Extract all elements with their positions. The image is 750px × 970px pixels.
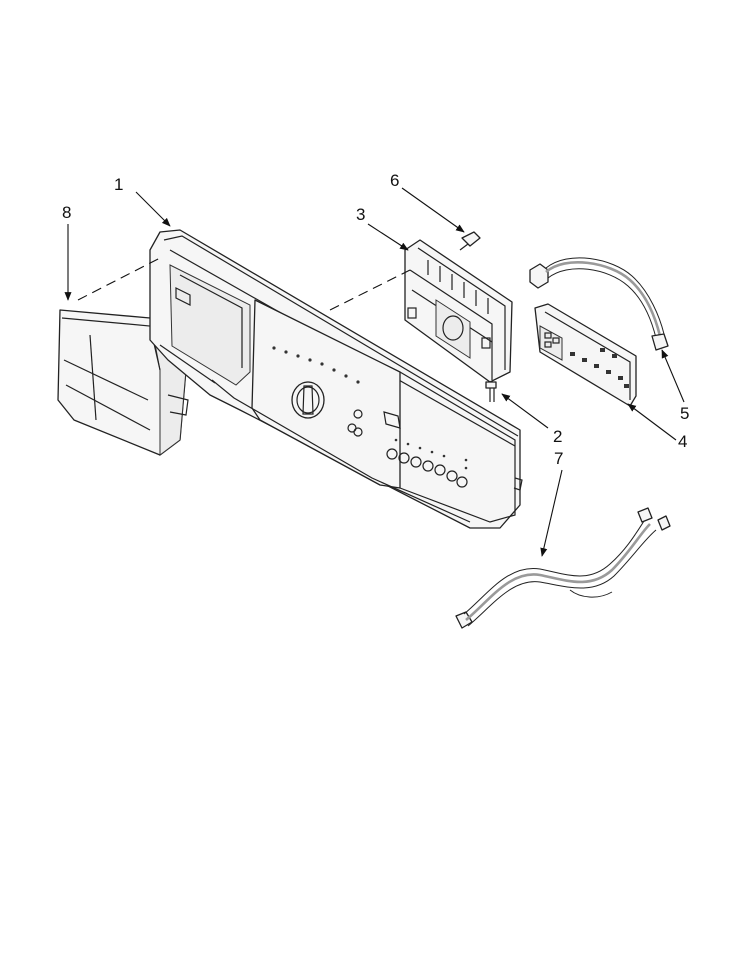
leader-4 — [627, 403, 677, 441]
long-wire-harness-part — [455, 507, 671, 629]
callout-2: 2 — [553, 427, 562, 446]
cycle-selector-knob — [291, 381, 325, 419]
short-wire-harness-part — [529, 257, 669, 351]
callout-7: 7 — [554, 449, 563, 468]
callout-3: 3 — [356, 205, 365, 224]
board-components — [570, 348, 629, 388]
leader-2 — [501, 393, 549, 429]
callout-8: 8 — [62, 203, 71, 222]
callout-5: 5 — [680, 404, 689, 423]
callout-1: 1 — [114, 175, 123, 194]
console-button-row — [386, 438, 468, 488]
control-board-part — [534, 303, 637, 407]
console-panel-part — [149, 229, 523, 529]
callout-6: 6 — [390, 171, 399, 190]
leader-lines — [64, 187, 685, 557]
callout-4: 4 — [678, 432, 687, 451]
leader-5 — [661, 349, 685, 403]
bracket-assembly-line — [329, 269, 411, 311]
leader-7 — [540, 469, 563, 557]
leader-1 — [135, 191, 171, 227]
ui-bracket-part — [404, 239, 513, 383]
console-indicator-dots — [272, 346, 360, 384]
screw-part — [459, 231, 481, 251]
drawer-assembly-line — [77, 257, 161, 301]
leader-6 — [401, 187, 465, 233]
leader-3 — [367, 223, 409, 251]
screw-part-2 — [485, 381, 497, 402]
